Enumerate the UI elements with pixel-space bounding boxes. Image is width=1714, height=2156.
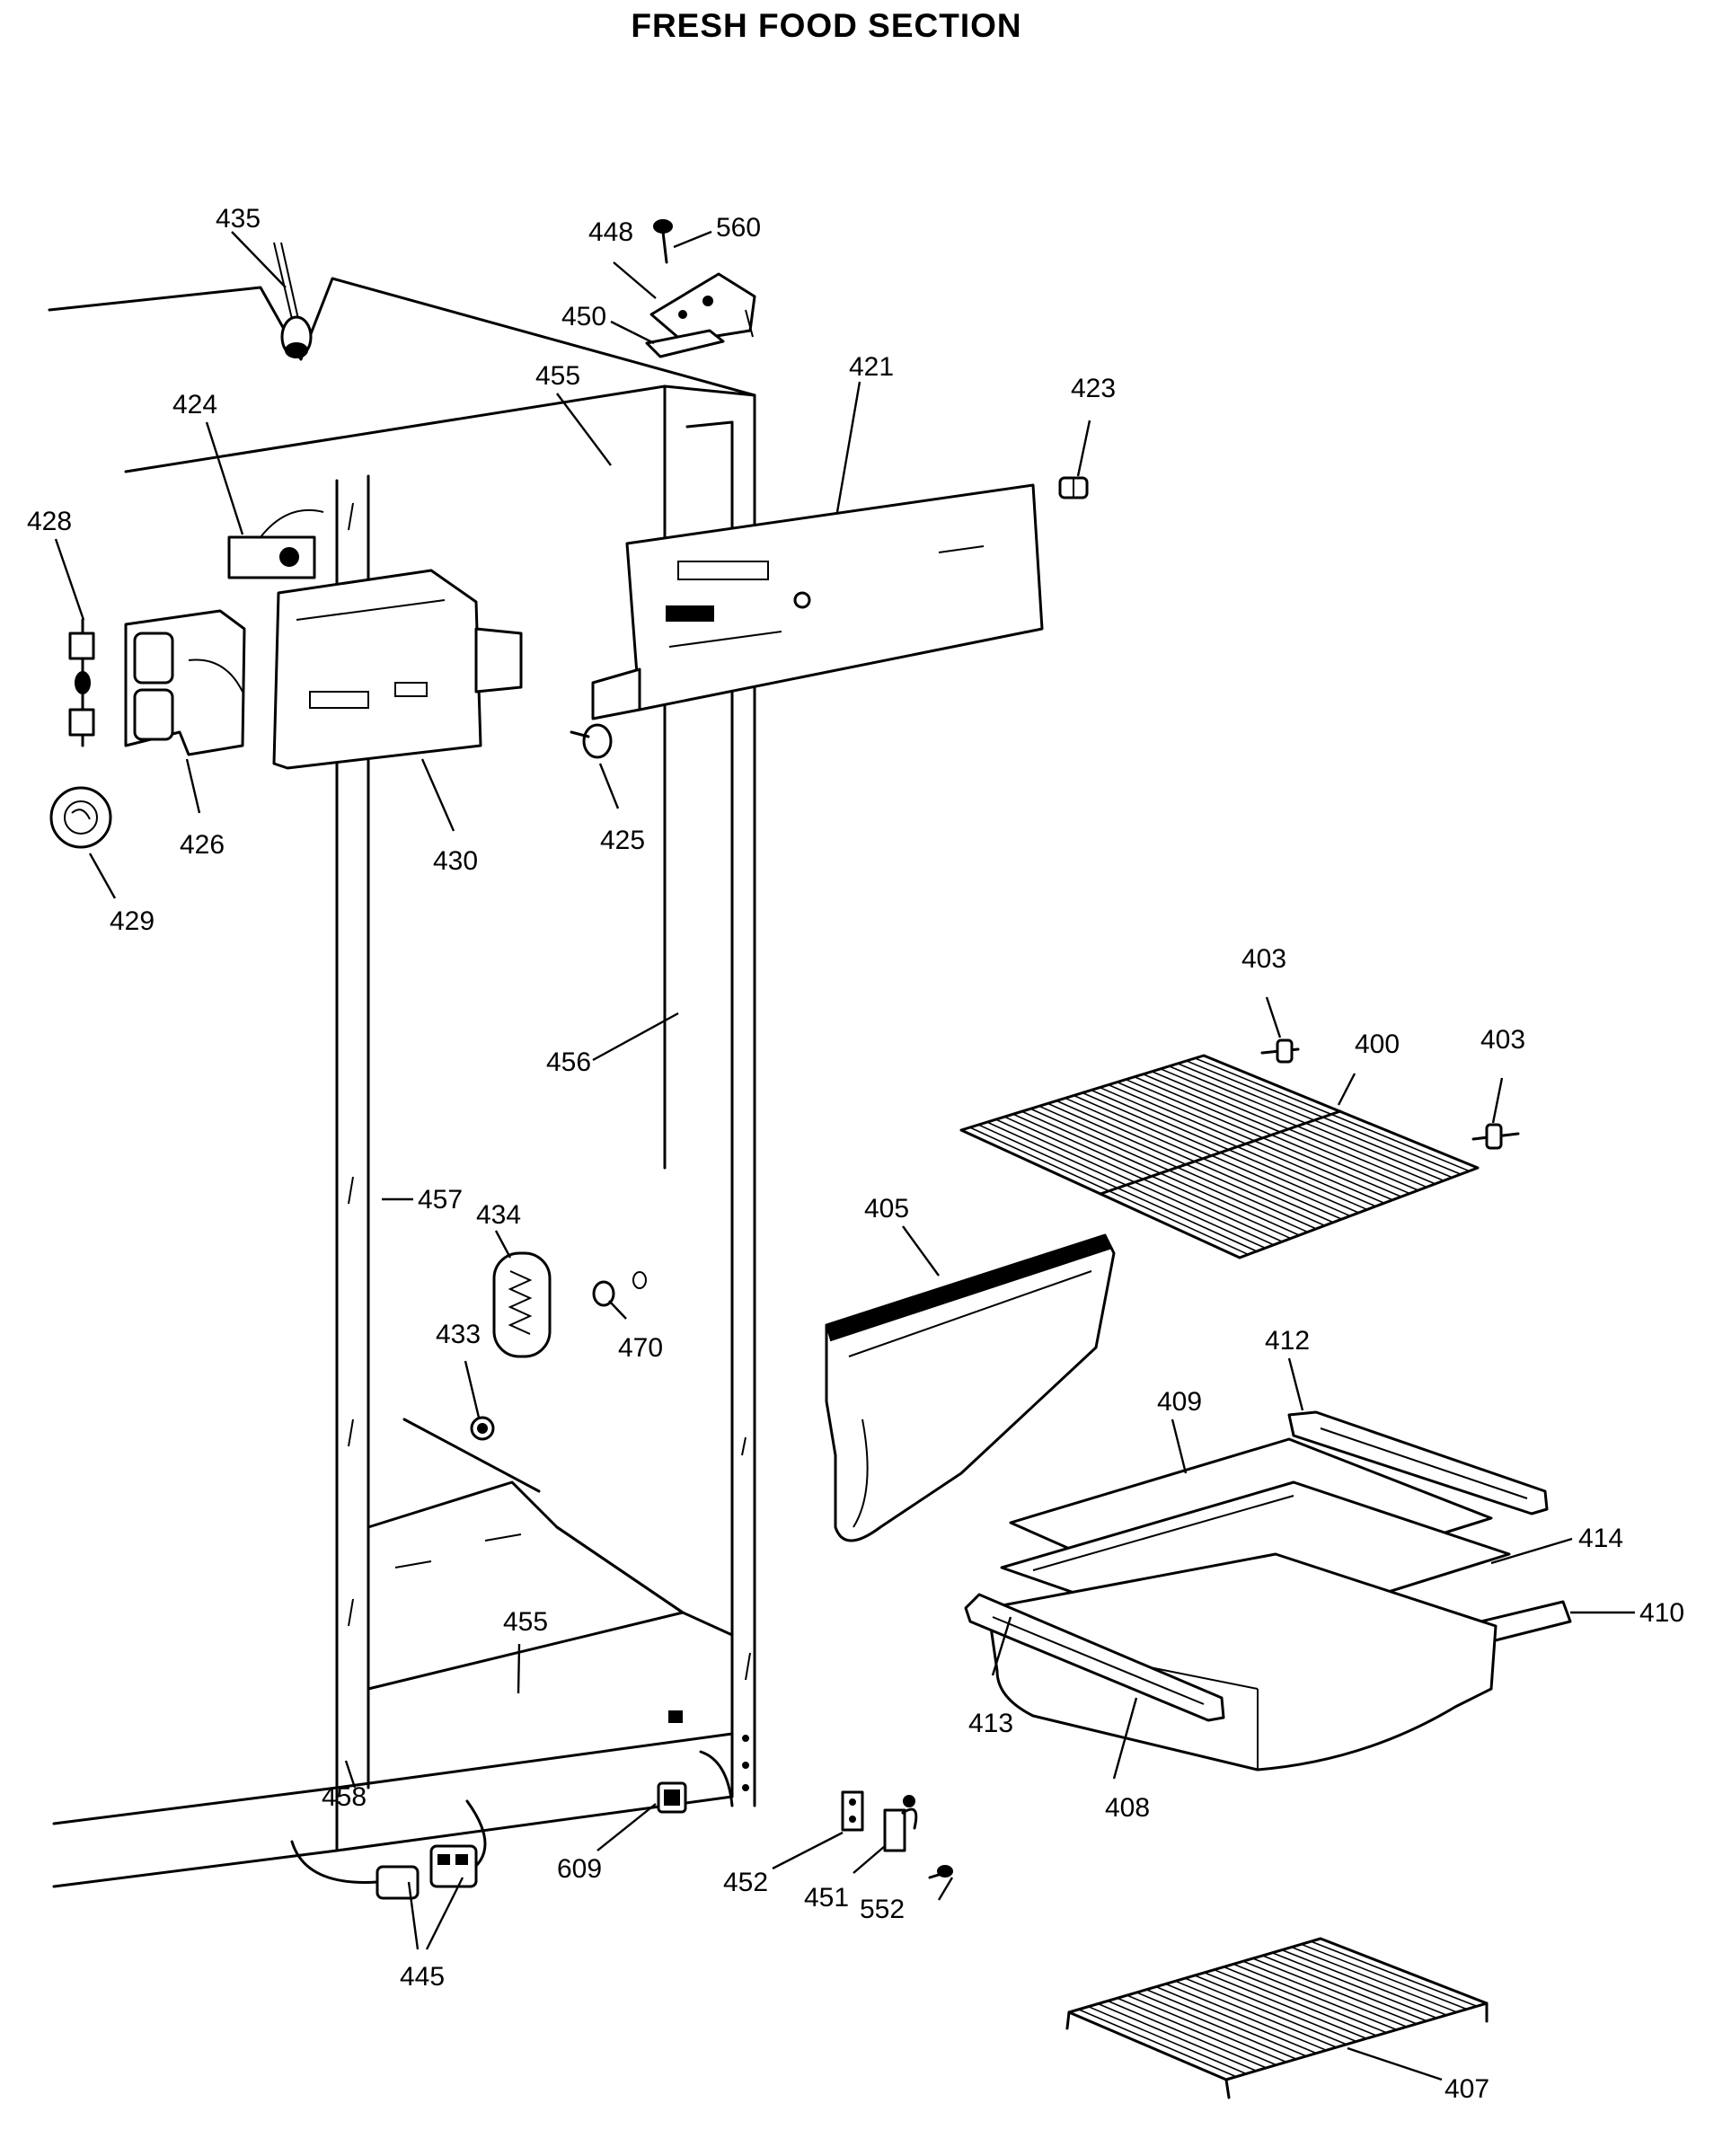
callout-470: 470 (618, 1333, 663, 1363)
part-430-control-housing (272, 569, 523, 770)
callout-405: 405 (864, 1194, 909, 1224)
part-421-control-panel (591, 483, 1044, 720)
callout-455-top: 455 (535, 361, 580, 391)
callout-412: 412 (1265, 1326, 1310, 1356)
leader-lines (54, 230, 1635, 2081)
callout-423: 423 (1071, 374, 1116, 403)
callout-403-left: 403 (1241, 944, 1286, 974)
part-470-plug (592, 1271, 647, 1307)
part-423-plug (1058, 476, 1089, 499)
part-412-rail (1287, 1410, 1549, 1515)
callout-552: 552 (860, 1895, 905, 1924)
callout-409: 409 (1157, 1387, 1202, 1417)
part-429-dial (49, 786, 112, 849)
callout-413: 413 (968, 1709, 1013, 1738)
part-408-crisper-drawer (986, 1552, 1498, 1772)
callout-407: 407 (1445, 2074, 1489, 2104)
callout-448: 448 (588, 217, 633, 247)
callout-430: 430 (433, 846, 478, 876)
part-428-bracket (68, 618, 95, 747)
callout-452: 452 (723, 1868, 768, 1897)
part-405-crisper-support (825, 1233, 1116, 1542)
callout-445: 445 (400, 1962, 445, 1992)
part-407-wire-shelf (1065, 1937, 1489, 2099)
callout-428: 428 (27, 507, 72, 536)
part-424-damper-control (227, 508, 324, 579)
callout-434: 434 (476, 1200, 521, 1230)
diagram-title: FRESH FOOD SECTION (631, 7, 1022, 44)
callout-403-right: 403 (1480, 1025, 1525, 1055)
part-403-shelf-support-a (1260, 1038, 1300, 1064)
callout-433: 433 (436, 1320, 481, 1349)
callout-414: 414 (1578, 1524, 1623, 1553)
callout-560: 560 (716, 213, 761, 243)
part-552-screw (928, 1865, 953, 1879)
callout-435: 435 (216, 204, 261, 234)
callout-450: 450 (561, 302, 606, 331)
callout-410: 410 (1639, 1598, 1684, 1628)
callout-425: 425 (600, 826, 645, 855)
callout-426: 426 (180, 830, 225, 860)
part-425-knob (570, 723, 613, 759)
part-451-bottom-hinge (883, 1795, 918, 1852)
part-450-shim (645, 329, 725, 358)
part-426-air-duct (124, 609, 246, 756)
callout-458: 458 (322, 1782, 367, 1812)
part-434-light-shield (492, 1251, 552, 1358)
callout-456: 456 (546, 1047, 591, 1077)
callout-457: 457 (418, 1185, 463, 1215)
part-413-drawer-rail (964, 1593, 1225, 1722)
callout-429: 429 (110, 906, 155, 936)
part-560-screw (653, 219, 673, 264)
callout-455-bottom: 455 (503, 1607, 548, 1637)
part-448-top-hinge (649, 272, 756, 343)
part-609-switch (657, 1781, 687, 1814)
part-445-wire-harness (290, 1799, 487, 1900)
part-433-socket (470, 1416, 495, 1441)
callout-421: 421 (849, 352, 894, 382)
callout-400: 400 (1355, 1029, 1400, 1059)
callout-424: 424 (172, 390, 217, 420)
callout-451: 451 (804, 1883, 849, 1913)
part-435-sensor (273, 242, 313, 358)
part-452-hinge-shim (841, 1790, 864, 1832)
callout-408: 408 (1105, 1793, 1150, 1823)
part-400-wire-shelf (959, 1054, 1480, 1259)
callout-609: 609 (557, 1854, 602, 1884)
part-403-shelf-support-b (1471, 1123, 1520, 1150)
cabinet-frame (48, 277, 756, 1888)
callouts: 435 448 560 450 455 421 423 424 428 426 … (27, 204, 1684, 2104)
